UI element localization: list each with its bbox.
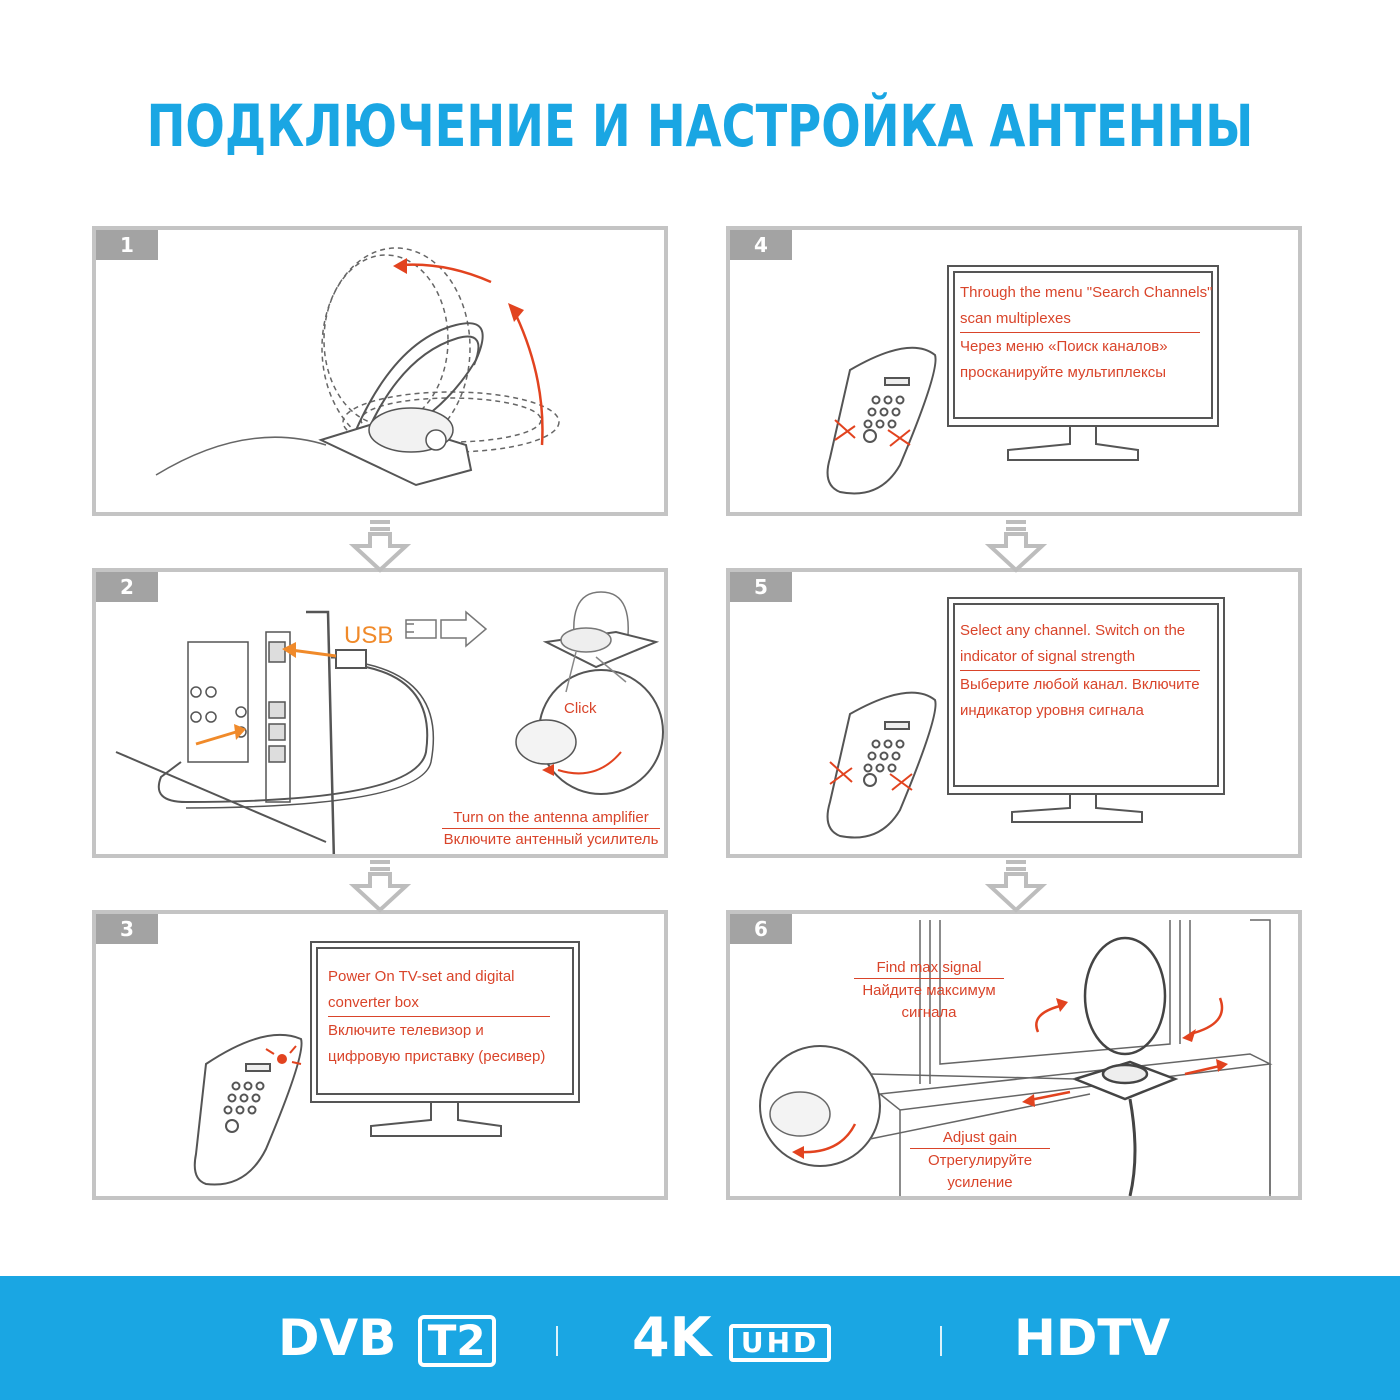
caption-separator <box>910 1148 1050 1149</box>
find-ru-line-2: сигнала <box>854 1002 1004 1024</box>
caption-ru-line-2: цифровую приставку (ресивер) <box>328 1044 550 1070</box>
step-1-panel: 1 <box>92 226 668 516</box>
find-ru-line-1: Найдите максимум <box>854 980 1004 1002</box>
adjust-ru-line-1: Отрегулируйте <box>910 1150 1050 1172</box>
down-arrow-icon <box>984 858 1048 914</box>
caption-en-line-2: converter box <box>328 990 550 1016</box>
caption-en-line-1: Power On TV-set and digital <box>328 964 550 990</box>
caption-separator <box>960 670 1200 671</box>
step-2-panel: 2 <box>92 568 668 858</box>
step-3-panel: 3 Power On TV-set and digital converter … <box>92 910 668 1200</box>
t2-badge: T2 <box>418 1315 496 1367</box>
step-4-caption: Through the menu "Search Channels" scan … <box>960 280 1200 386</box>
down-arrow-icon <box>348 518 412 574</box>
adjust-en: Adjust gain <box>910 1128 1050 1148</box>
step-3-caption: Power On TV-set and digital converter bo… <box>328 964 550 1070</box>
4k-text: 4K <box>632 1306 711 1369</box>
step-2-caption: Turn on the antenna amplifier Включите а… <box>442 808 660 850</box>
step-5-caption: Select any channel. Switch on the indica… <box>960 618 1200 724</box>
adjust-gain-caption: Adjust gain Отрегулируйте усиление <box>910 1128 1050 1194</box>
caption-ru-line-2: индикатор уровня сигнала <box>960 698 1200 724</box>
caption-en: Turn on the antenna amplifier <box>442 808 660 828</box>
step-6-panel: 6 F <box>726 910 1302 1200</box>
find-signal-caption: Find max signal Найдите максимум сигнала <box>854 958 1004 1024</box>
caption-ru-line-1: Выберите любой канал. Включите <box>960 672 1200 698</box>
find-en: Find max signal <box>854 958 1004 978</box>
caption-ru: Включите антенный усилитель <box>442 830 660 850</box>
caption-ru-line-2: просканируйте мультиплексы <box>960 360 1200 386</box>
4k-uhd-logo: 4K UHD <box>632 1310 831 1367</box>
caption-ru-line-1: Через меню «Поиск каналов» <box>960 334 1200 360</box>
caption-en-line-1: Select any channel. Switch on the <box>960 618 1200 644</box>
dvb-logo: DVB T2 <box>278 1310 496 1367</box>
footer-divider <box>556 1326 558 1356</box>
hdtv-logo: HDTV <box>1014 1310 1170 1366</box>
antenna-unfold-illustration <box>96 230 664 512</box>
dvb-text: DVB <box>278 1309 396 1367</box>
caption-separator <box>442 828 660 829</box>
caption-en-line-2: indicator of signal strength <box>960 644 1200 670</box>
step-4-panel: 4 Through the menu "Search Channels" sca… <box>726 226 1302 516</box>
down-arrow-icon <box>348 858 412 914</box>
adjust-ru-line-2: усиление <box>910 1172 1050 1194</box>
caption-separator <box>854 978 1004 979</box>
caption-separator <box>960 332 1200 333</box>
click-label: Click <box>564 696 597 722</box>
usb-label: USB <box>344 622 393 650</box>
down-arrow-icon <box>984 518 1048 574</box>
caption-en-line-1: Through the menu "Search Channels" <box>960 280 1200 306</box>
caption-separator <box>328 1016 550 1017</box>
footer-bar: DVB T2 4K UHD HDTV <box>0 1276 1400 1400</box>
caption-en-line-2: scan multiplexes <box>960 306 1200 332</box>
step-5-panel: 5 Select any channel. Switch on the indi… <box>726 568 1302 858</box>
uhd-badge: UHD <box>729 1324 831 1362</box>
caption-ru-line-1: Включите телевизор и <box>328 1018 550 1044</box>
footer-divider <box>940 1326 942 1356</box>
page-title: ПОДКЛЮЧЕНИЕ И НАСТРОЙКА АНТЕННЫ <box>140 92 1260 160</box>
